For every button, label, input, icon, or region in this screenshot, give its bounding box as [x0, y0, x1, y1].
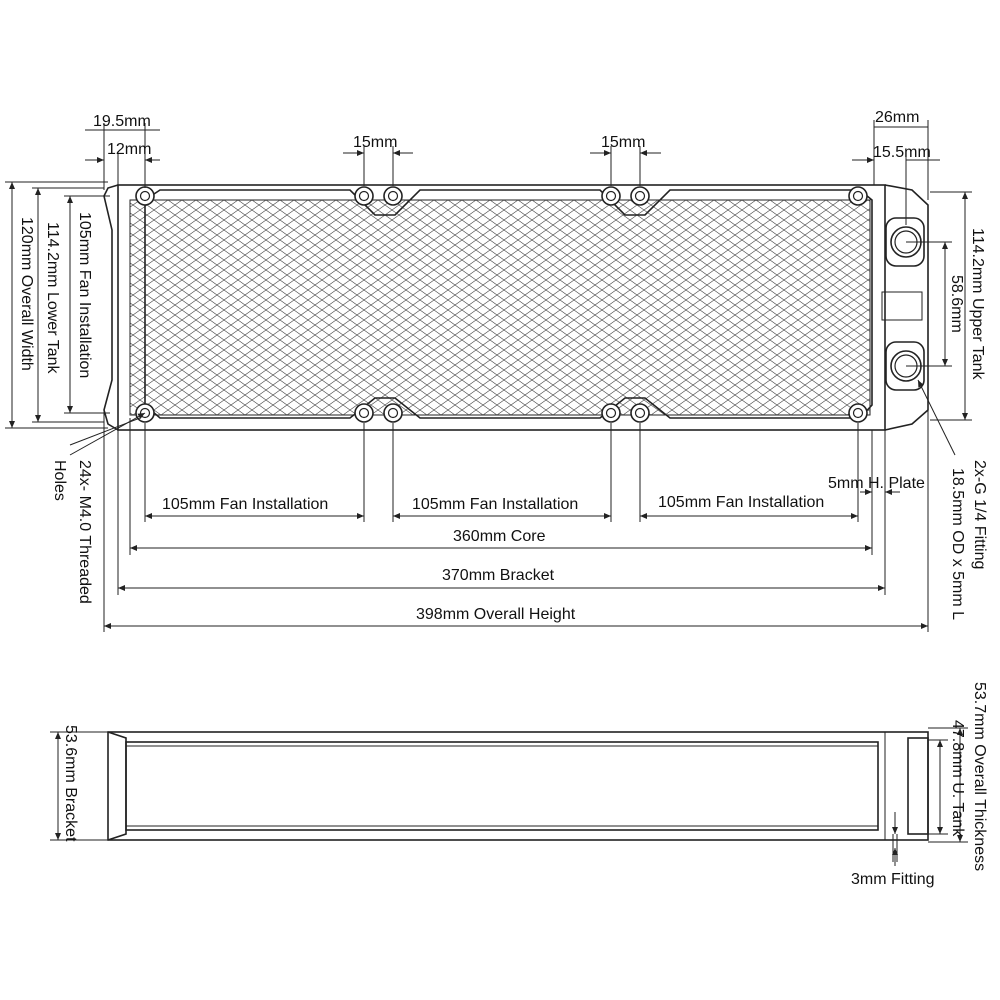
mounting-hole [135, 186, 155, 206]
dim-fan-install-2-label: 105mm Fan Installation [412, 496, 578, 513]
fin-core [129, 199, 871, 416]
dim-lower-tank-label: 114.2mm Lower Tank [44, 222, 61, 374]
dim-side-upper-tank-label: 47.8mm U. Tank [949, 720, 966, 837]
dim-port-spacing: 58.6mm [906, 241, 965, 367]
mounting-hole [354, 403, 374, 423]
dim-side-fitting: 3mm Fitting [851, 812, 935, 888]
dim-15mm-b-label: 15mm [601, 134, 645, 151]
dim-side-bracket-label: 53.6mm Bracket [62, 725, 79, 842]
dim-core: 360mm Core [129, 418, 873, 555]
dim-upper-tank-label: 114.2mm Upper Tank [969, 228, 986, 380]
callout-holes-line1: 24x- M4.0 Threaded [76, 460, 93, 604]
dim-15-5mm-label: 15.5mm [873, 144, 931, 161]
mounting-hole [630, 186, 650, 206]
dim-12mm-label: 12mm [107, 141, 151, 158]
top-view: 19.5mm 12mm 15mm 15mm 26mm [5, 109, 988, 632]
side-view: 53.6mm Bracket 53.7mm Overall Thickness … [50, 682, 988, 888]
dim-fan-install-1: 105mm Fan Installation [144, 423, 365, 522]
side-end-tank-left [107, 731, 127, 841]
dim-h-plate: 5mm H. Plate [828, 430, 925, 500]
dim-overall-height-label: 398mm Overall Height [416, 606, 576, 623]
callout-holes-line2: Holes [51, 460, 68, 501]
upper-tank-right [884, 184, 929, 431]
callout-fitting-line1: 2x-G 1/4 Fitting [971, 460, 988, 569]
side-body-outline [107, 731, 929, 841]
dim-bracket: 370mm Bracket [117, 430, 886, 595]
dim-fan-install-2: 105mm Fan Installation [392, 423, 612, 522]
callout-fitting-line2: 18.5mm OD x 5mm L [949, 468, 966, 620]
dim-fan-install-vertical-label: 105mm Fan Installation [76, 212, 93, 378]
end-tank-left [103, 184, 119, 431]
mounting-hole [848, 186, 868, 206]
dim-15mm-b: 15mm [590, 134, 661, 186]
dim-overall-width: 120mm Overall Width [5, 181, 108, 429]
dim-15mm-a-label: 15mm [353, 134, 397, 151]
dim-overall-height: 398mm Overall Height [103, 410, 929, 632]
dim-fan-install-1-label: 105mm Fan Installation [162, 496, 328, 513]
dim-lower-tank: 114.2mm Lower Tank [32, 187, 104, 423]
dim-15mm-a: 15mm [343, 134, 413, 186]
mounting-holes [135, 186, 868, 423]
callout-threaded-holes: 24x- M4.0 Threaded Holes [51, 412, 146, 604]
dim-15-5mm: 15.5mm [852, 144, 940, 225]
side-core-outline [125, 741, 879, 831]
dim-fan-install-vertical: 105mm Fan Installation [64, 195, 110, 414]
dim-fan-install-3-label: 105mm Fan Installation [658, 494, 824, 511]
mounting-hole [630, 403, 650, 423]
dim-side-bracket: 53.6mm Bracket [50, 725, 108, 842]
dim-overall-width-label: 120mm Overall Width [18, 217, 35, 371]
dim-fan-install-3: 105mm Fan Installation [639, 423, 859, 522]
mounting-hole [383, 186, 403, 206]
dim-side-upper-tank: 47.8mm U. Tank [928, 720, 966, 837]
upper-tank-slot [881, 291, 923, 321]
dim-19-5mm-label: 19.5mm [93, 113, 151, 130]
dim-side-overall-thickness-label: 53.7mm Overall Thickness [971, 682, 988, 871]
dim-side-overall-thickness: 53.7mm Overall Thickness [928, 682, 988, 871]
dim-26mm-label: 26mm [875, 109, 919, 126]
dim-19-5mm: 19.5mm [85, 113, 160, 190]
radiator-body-outline [117, 184, 886, 431]
dim-upper-tank: 114.2mm Upper Tank [930, 191, 986, 421]
mounting-hole [383, 403, 403, 423]
mounting-hole [848, 403, 868, 423]
mounting-hole [601, 186, 621, 206]
callout-fitting: 2x-G 1/4 Fitting 18.5mm OD x 5mm L [917, 379, 988, 620]
dim-bracket-label: 370mm Bracket [442, 567, 555, 584]
mounting-hole [601, 403, 621, 423]
dim-12mm: 12mm [85, 141, 160, 185]
mounting-hole [354, 186, 374, 206]
dim-h-plate-label: 5mm H. Plate [828, 475, 925, 492]
dim-side-fitting-label: 3mm Fitting [851, 871, 935, 888]
dim-core-label: 360mm Core [453, 528, 546, 545]
dim-port-spacing-label: 58.6mm [948, 275, 965, 333]
side-upper-tank [907, 737, 929, 835]
